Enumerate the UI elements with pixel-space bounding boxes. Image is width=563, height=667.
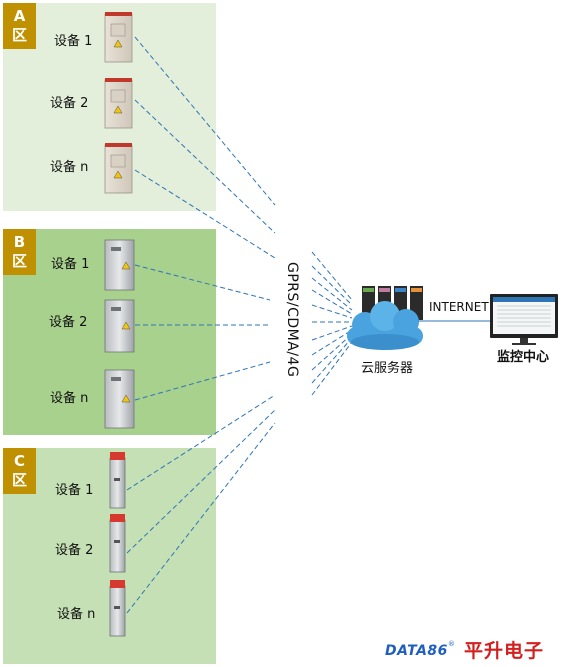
fan-3 xyxy=(311,277,353,311)
brand-en: DATA86 xyxy=(385,643,448,659)
cabinet-bn-icon xyxy=(104,369,135,429)
zone-c-panel xyxy=(3,448,216,664)
device-label-b1: 设备 1 xyxy=(51,257,90,272)
fan-5 xyxy=(311,304,353,319)
fan-8 xyxy=(311,329,353,356)
monitor-icon xyxy=(490,294,558,345)
link-b1 xyxy=(134,264,271,301)
monitoring-center-label: 监控中心 xyxy=(497,350,550,365)
brand-reg: ® xyxy=(447,640,455,648)
cabinet-c2-icon xyxy=(109,514,126,573)
fan-2 xyxy=(311,265,353,306)
device-label-a2: 设备 2 xyxy=(50,96,89,111)
device-label-cn: 设备 n xyxy=(57,607,96,622)
cloud-icon xyxy=(347,301,423,350)
cabinet-a1-icon xyxy=(104,12,133,63)
link-c1 xyxy=(126,394,276,491)
cabinet-b2-icon xyxy=(104,299,135,353)
link-a2 xyxy=(134,99,276,234)
device-label-a1: 设备 1 xyxy=(54,34,93,49)
device-label-an: 设备 n xyxy=(50,160,89,175)
link-bn xyxy=(134,361,271,401)
cabinet-b1-icon xyxy=(104,239,135,291)
brand-logo: DATA86® 平升电子 xyxy=(385,640,543,662)
cloud-server-label: 云服务器 xyxy=(361,361,414,376)
fan-1 xyxy=(311,251,353,301)
cabinet-c1-icon xyxy=(109,452,126,509)
internet-label: INTERNET xyxy=(429,300,489,314)
device-label-c2: 设备 2 xyxy=(55,543,94,558)
link-c2 xyxy=(126,409,276,554)
link-a1 xyxy=(134,36,276,206)
cabinet-cn-icon xyxy=(109,580,126,637)
device-label-bn: 设备 n xyxy=(50,391,89,406)
brand-cn: 平升电子 xyxy=(464,640,545,662)
network-label: GPRS/CDMA/4G xyxy=(284,262,300,378)
link-an xyxy=(134,169,276,259)
fan-11 xyxy=(311,341,353,396)
fan-10 xyxy=(311,337,353,384)
fan-9 xyxy=(311,333,353,371)
cabinet-a2-icon xyxy=(104,78,133,129)
wireless-links xyxy=(126,36,353,614)
cabinet-an-icon xyxy=(104,143,133,194)
fan-7 xyxy=(311,325,353,341)
link-cn xyxy=(126,422,276,614)
device-label-c1: 设备 1 xyxy=(55,483,94,498)
device-label-b2: 设备 2 xyxy=(49,315,88,330)
